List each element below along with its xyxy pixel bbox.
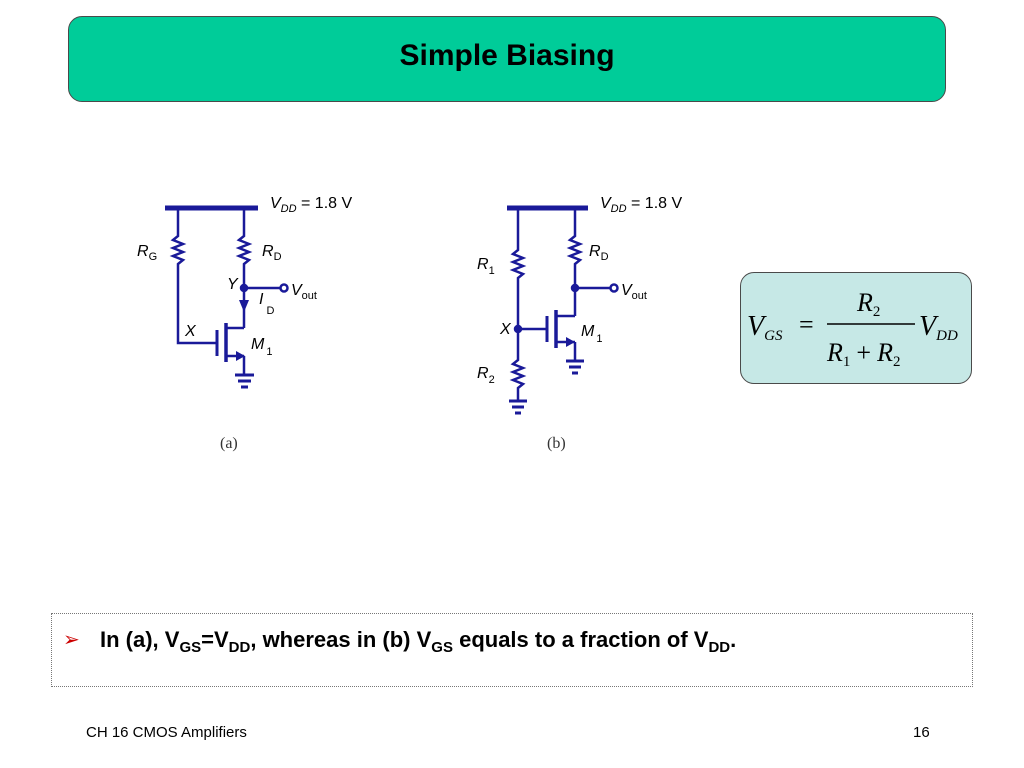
r1-label: R xyxy=(477,256,489,273)
svg-text:ID: ID xyxy=(259,291,274,317)
resistor-r1 xyxy=(509,208,527,329)
svg-text:Vout: Vout xyxy=(621,282,647,302)
bullet-text: In (a), VGS=VDD, whereas in (b) VGS equa… xyxy=(100,627,737,656)
formula-box: VGS = R2 R1+R2 VDD xyxy=(740,272,972,384)
node-y-label: Y xyxy=(227,276,239,293)
circuit-b xyxy=(507,205,619,415)
vgs-formula: VGS = R2 R1+R2 VDD xyxy=(747,288,958,370)
vdd-label-a: V xyxy=(270,195,282,212)
page-number: 16 xyxy=(913,724,930,741)
vout-terminal-b xyxy=(609,283,619,293)
vdd-label-b: V xyxy=(600,195,612,212)
svg-text:RD: RD xyxy=(262,243,282,263)
vout-terminal-a xyxy=(279,283,289,293)
formula-numerator: R xyxy=(856,288,873,317)
svg-text:R1+R2: R1+R2 xyxy=(826,338,900,370)
mosfet-a-source-arrow xyxy=(236,351,245,361)
node-x-label-b: X xyxy=(499,321,512,338)
m1-label-a: M xyxy=(251,336,265,353)
svg-text:R2: R2 xyxy=(856,288,880,320)
bullet-arrow-icon: ➢ xyxy=(63,627,80,651)
svg-text:VDD = 1.8 V: VDD = 1.8 V xyxy=(270,195,352,215)
node-x-label-a: X xyxy=(184,323,197,340)
vout-label-b: V xyxy=(621,282,633,299)
svg-text:VDD: VDD xyxy=(919,311,958,344)
resistor-rd xyxy=(235,208,253,288)
caption-b: (b) xyxy=(547,435,566,452)
resistor-r2 xyxy=(509,329,527,400)
svg-text:M1: M1 xyxy=(581,323,602,345)
vout-label-a: V xyxy=(291,282,303,299)
svg-text:RD: RD xyxy=(589,243,609,263)
m1-label-b: M xyxy=(581,323,595,340)
svg-text:R1: R1 xyxy=(477,256,495,277)
id-label: I xyxy=(259,291,264,308)
bullet-box: ➢ In (a), VGS=VDD, whereas in (b) VGS eq… xyxy=(51,613,973,687)
svg-text:VDD = 1.8 V: VDD = 1.8 V xyxy=(600,195,682,215)
resistor-rd-b xyxy=(566,208,584,288)
rg-label: R xyxy=(137,243,149,260)
formula-denominator: R xyxy=(826,338,843,367)
svg-text:R2: R2 xyxy=(477,365,495,386)
rd-label-b: R xyxy=(589,243,601,260)
mosfet-b-source-arrow xyxy=(566,337,575,347)
rd-label-a: R xyxy=(262,243,274,260)
resistor-rg xyxy=(169,208,216,345)
r2-label: R xyxy=(477,365,489,382)
svg-text:M1: M1 xyxy=(251,336,272,358)
current-arrow-id xyxy=(239,300,249,312)
footer-course: CH 16 CMOS Amplifiers xyxy=(86,724,247,741)
svg-text:=: = xyxy=(799,310,814,339)
svg-text:Vout: Vout xyxy=(291,282,317,302)
svg-text:VGS: VGS xyxy=(747,311,783,344)
circuit-a xyxy=(165,205,289,389)
svg-text:RG: RG xyxy=(137,243,157,263)
caption-a: (a) xyxy=(220,435,238,452)
slide-title: Simple Biasing xyxy=(399,39,615,72)
title-banner: Simple Biasing xyxy=(68,16,946,102)
